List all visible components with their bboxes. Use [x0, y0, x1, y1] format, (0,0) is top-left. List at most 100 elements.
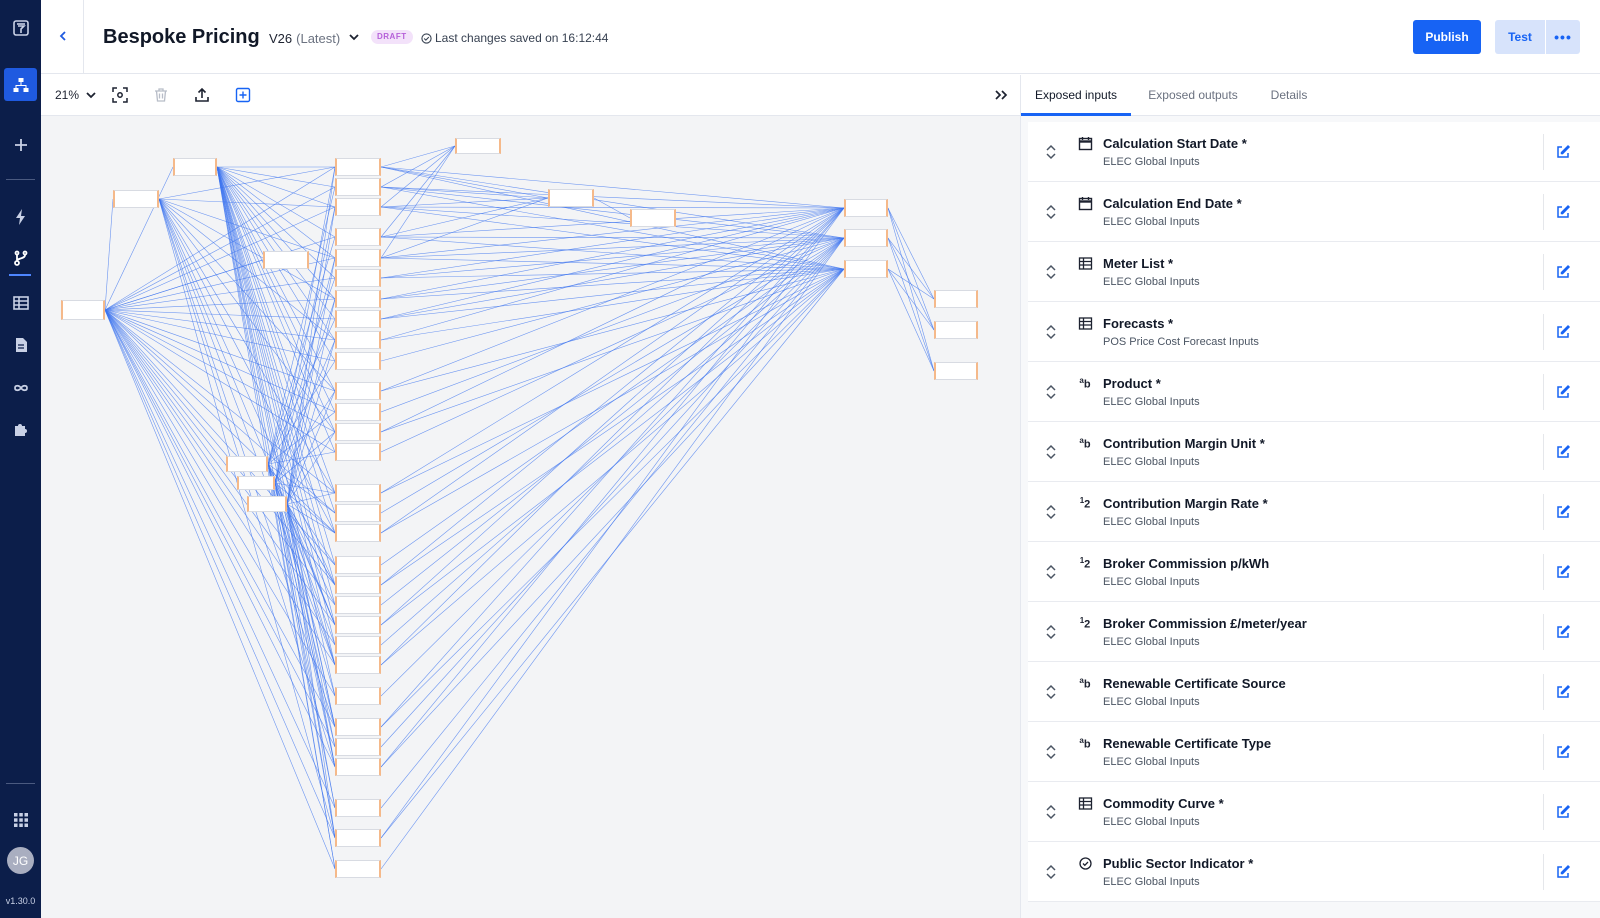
version-selector[interactable]: V26(Latest) [269, 31, 340, 46]
flow-node[interactable] [335, 596, 381, 614]
flow-node[interactable] [335, 687, 381, 705]
edit-icon[interactable] [1555, 384, 1571, 400]
flow-node[interactable] [934, 321, 978, 339]
tab-exposed-outputs[interactable]: Exposed outputs [1148, 88, 1238, 102]
reorder-icon[interactable] [1044, 504, 1058, 520]
reorder-icon[interactable] [1044, 684, 1058, 700]
flow-node[interactable] [335, 799, 381, 817]
edit-icon[interactable] [1555, 684, 1571, 700]
edit-icon[interactable] [1555, 504, 1571, 520]
tab-exposed-inputs[interactable]: Exposed inputs [1021, 75, 1131, 116]
input-row[interactable]: Meter List *ELEC Global Inputs [1028, 242, 1600, 302]
flow-node[interactable] [630, 209, 676, 227]
flow-canvas[interactable] [41, 116, 1020, 918]
reorder-icon[interactable] [1044, 324, 1058, 340]
test-button[interactable]: Test [1495, 20, 1545, 54]
flow-node[interactable] [548, 189, 594, 207]
flow-node[interactable] [335, 860, 381, 878]
input-row[interactable]: Forecasts *POS Price Cost Forecast Input… [1028, 302, 1600, 362]
flow-node[interactable] [335, 310, 381, 328]
publish-button[interactable]: Publish [1413, 20, 1481, 54]
trash-icon[interactable] [151, 85, 171, 105]
lightning-icon[interactable] [4, 200, 37, 233]
flow-node[interactable] [335, 484, 381, 502]
fit-view-icon[interactable] [110, 85, 130, 105]
flow-node[interactable] [335, 352, 381, 370]
flow-node[interactable] [844, 199, 888, 217]
flow-node[interactable] [335, 656, 381, 674]
table-icon[interactable] [4, 286, 37, 319]
edit-icon[interactable] [1555, 144, 1571, 160]
flow-node[interactable] [844, 260, 888, 278]
input-row[interactable]: Public Sector Indicator *ELEC Global Inp… [1028, 842, 1600, 902]
tab-details[interactable]: Details [1270, 88, 1308, 102]
flow-node[interactable] [237, 476, 275, 490]
flow-node[interactable] [934, 290, 978, 308]
flow-node[interactable] [335, 382, 381, 400]
user-avatar[interactable]: JG [7, 847, 34, 874]
chevron-down-icon[interactable] [347, 30, 361, 44]
infinity-icon[interactable] [4, 371, 37, 404]
apps-grid-icon[interactable] [4, 803, 37, 836]
document-icon[interactable] [4, 328, 37, 361]
flow-node[interactable] [335, 269, 381, 287]
reorder-icon[interactable] [1044, 144, 1058, 160]
flow-node[interactable] [335, 829, 381, 847]
plus-icon[interactable] [4, 128, 37, 161]
reorder-icon[interactable] [1044, 444, 1058, 460]
flow-node[interactable] [335, 443, 381, 461]
flow-node[interactable] [934, 362, 978, 380]
zoom-selector[interactable]: 21% [55, 88, 97, 102]
logo-icon[interactable] [4, 11, 37, 44]
edit-icon[interactable] [1555, 744, 1571, 760]
flow-node[interactable] [335, 178, 381, 196]
flow-node[interactable] [173, 158, 217, 176]
upload-icon[interactable] [192, 85, 212, 105]
flow-node[interactable] [61, 300, 105, 320]
flow-node[interactable] [335, 290, 381, 308]
flow-node[interactable] [335, 636, 381, 654]
input-row[interactable]: Calculation End Date *ELEC Global Inputs [1028, 182, 1600, 242]
flow-node[interactable] [335, 331, 381, 349]
puzzle-icon[interactable] [4, 412, 37, 445]
flow-node[interactable] [263, 251, 309, 269]
edit-icon[interactable] [1555, 864, 1571, 880]
flow-node[interactable] [335, 158, 381, 176]
flow-node[interactable] [335, 249, 381, 267]
input-row[interactable]: Commodity Curve *ELEC Global Inputs [1028, 782, 1600, 842]
flow-node[interactable] [335, 504, 381, 522]
reorder-icon[interactable] [1044, 804, 1058, 820]
flow-node[interactable] [335, 423, 381, 441]
back-button[interactable] [51, 24, 75, 48]
reorder-icon[interactable] [1044, 564, 1058, 580]
reorder-icon[interactable] [1044, 624, 1058, 640]
flow-node[interactable] [844, 229, 888, 247]
edit-icon[interactable] [1555, 204, 1571, 220]
flow-node[interactable] [335, 576, 381, 594]
flow-node[interactable] [335, 758, 381, 776]
flow-node[interactable] [335, 198, 381, 216]
reorder-icon[interactable] [1044, 744, 1058, 760]
reorder-icon[interactable] [1044, 864, 1058, 880]
flow-diagram-icon[interactable] [4, 68, 37, 101]
edit-icon[interactable] [1555, 264, 1571, 280]
edit-icon[interactable] [1555, 804, 1571, 820]
flow-node[interactable] [335, 556, 381, 574]
edit-icon[interactable] [1555, 624, 1571, 640]
reorder-icon[interactable] [1044, 204, 1058, 220]
flow-node[interactable] [113, 190, 159, 208]
reorder-icon[interactable] [1044, 384, 1058, 400]
edit-icon[interactable] [1555, 444, 1571, 460]
flow-node[interactable] [335, 228, 381, 246]
flow-node[interactable] [247, 496, 287, 512]
flow-node[interactable] [335, 738, 381, 756]
collapse-panel-icon[interactable] [991, 85, 1011, 105]
flow-node[interactable] [335, 403, 381, 421]
branch-icon[interactable] [4, 241, 37, 274]
